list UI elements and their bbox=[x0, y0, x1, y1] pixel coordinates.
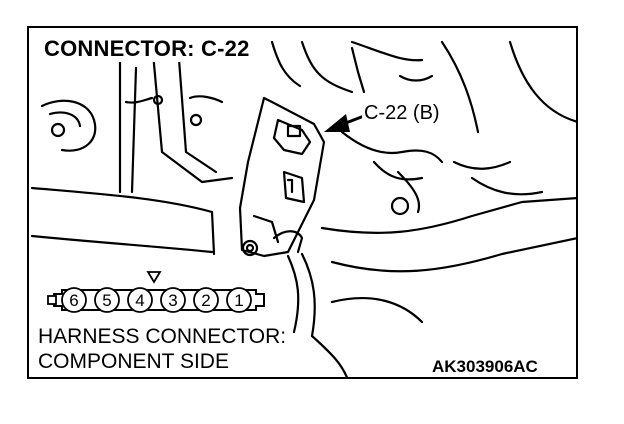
pin-label: 2 bbox=[201, 291, 210, 310]
callout-arrow bbox=[324, 114, 365, 132]
pin-label: 1 bbox=[234, 291, 243, 310]
pin-label: 5 bbox=[102, 291, 111, 310]
caption-line-2: COMPONENT SIDE bbox=[38, 350, 229, 373]
pin-2-circle bbox=[193, 287, 219, 313]
caption-line-1: HARNESS CONNECTOR: bbox=[38, 325, 287, 348]
engine-bay-illustration: 6 5 4 3 2 1 bbox=[30, 40, 576, 377]
pin-3-circle bbox=[160, 287, 186, 313]
figure-code: AK303906AC bbox=[432, 357, 538, 376]
connector-title: CONNECTOR: C-22 bbox=[42, 36, 254, 62]
figure-frame: 6 5 4 3 2 1 bbox=[27, 26, 578, 379]
pin-label: 3 bbox=[168, 291, 177, 310]
pin-5-circle bbox=[94, 287, 120, 313]
harness-connector-symbol: 6 5 4 3 2 1 bbox=[47, 271, 265, 313]
pin-label: 4 bbox=[135, 291, 144, 310]
pin-4-circle bbox=[127, 287, 153, 313]
pin-6-circle bbox=[61, 287, 87, 313]
connector-callout-label: C-22 (B) bbox=[362, 102, 442, 125]
pin-1-circle bbox=[226, 287, 252, 313]
pin-row: 6 5 4 3 2 1 bbox=[61, 287, 252, 313]
pin-label: 6 bbox=[69, 291, 78, 310]
